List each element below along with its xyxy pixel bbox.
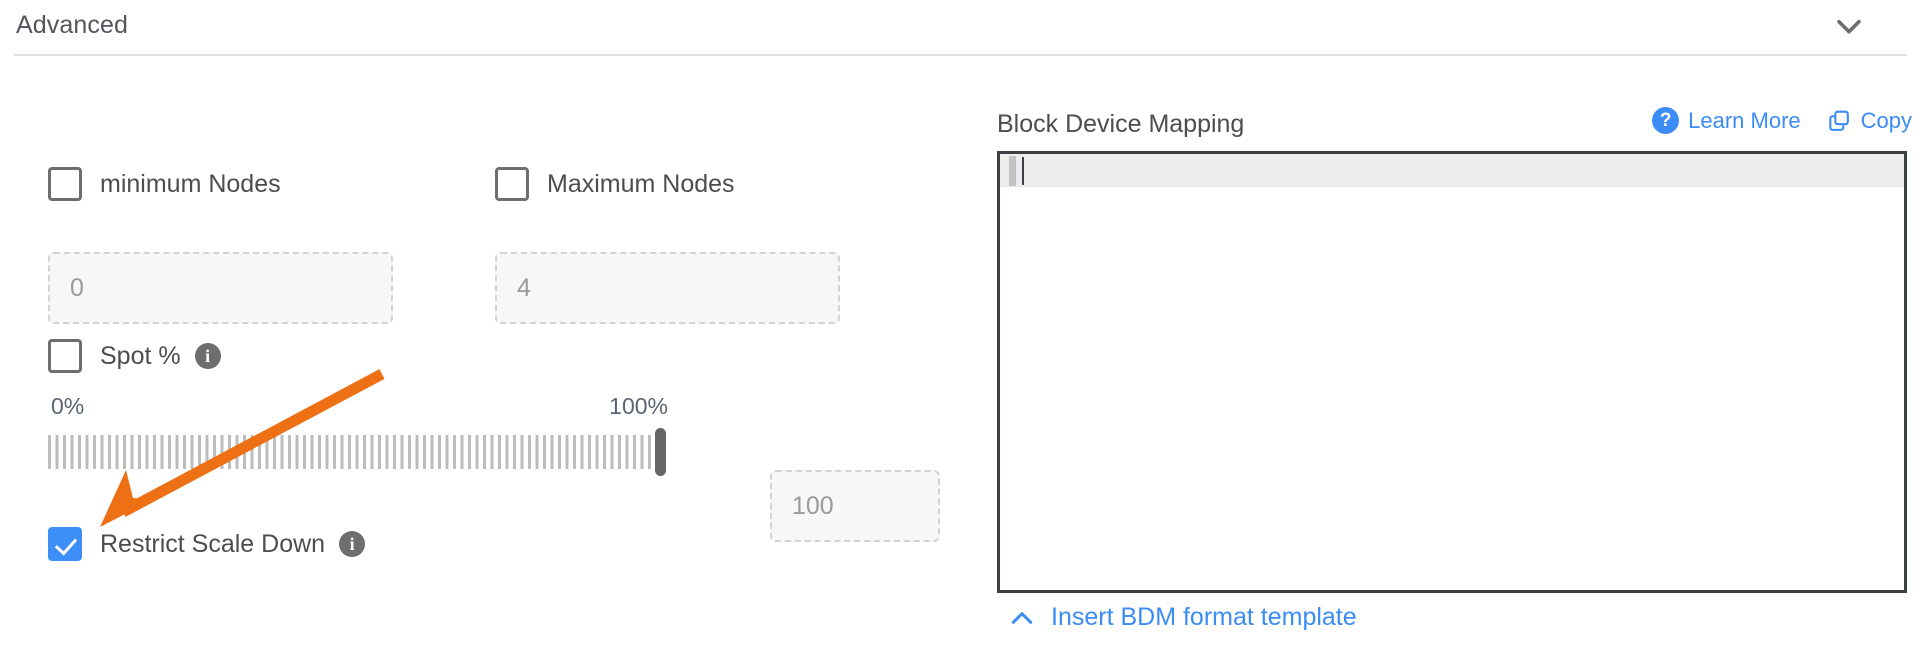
min-nodes-input[interactable]: 0: [48, 252, 393, 324]
bdm-actions: ? Learn More Copy: [1652, 107, 1912, 134]
restrict-scale-down-checkbox[interactable]: [48, 527, 82, 561]
max-nodes-checkbox[interactable]: [495, 167, 529, 201]
spot-percent-row: Spot % i: [48, 339, 221, 373]
chevron-down-icon: [1837, 19, 1861, 34]
block-device-mapping-panel: Block Device Mapping ? Learn More Copy I…: [995, 55, 1920, 656]
spot-percent-slider-track[interactable]: [48, 435, 668, 469]
bdm-code-editor[interactable]: [997, 151, 1907, 593]
chevron-up-icon: [1011, 611, 1033, 624]
max-nodes-input[interactable]: 4: [495, 252, 840, 324]
copy-label: Copy: [1860, 107, 1912, 133]
slider-max-label: 100%: [609, 393, 668, 419]
editor-gutter-marker: [1009, 156, 1016, 186]
restrict-scale-down-row: Restrict Scale Down i: [48, 527, 366, 561]
page-title: Advanced: [16, 11, 128, 39]
block-device-mapping-title: Block Device Mapping: [997, 110, 1245, 138]
learn-more-label: Learn More: [1688, 107, 1801, 133]
insert-bdm-template-label: Insert BDM format template: [1051, 603, 1357, 631]
spot-percent-checkbox[interactable]: [48, 339, 82, 373]
min-nodes-row: minimum Nodes: [48, 167, 281, 201]
editor-active-line: [1000, 154, 1904, 187]
section-divider: [14, 54, 1907, 56]
editor-caret: [1022, 157, 1024, 185]
spot-percent-info-icon[interactable]: i: [194, 343, 221, 369]
spot-percent-slider-thumb[interactable]: [655, 428, 666, 476]
question-circle-icon: ?: [1652, 107, 1680, 134]
restrict-scale-down-info-icon[interactable]: i: [339, 531, 366, 557]
collapse-section-button[interactable]: [1832, 9, 1866, 43]
scaling-settings-panel: minimum Nodes 0 Maximum Nodes 4 Spot % i…: [0, 55, 980, 656]
max-nodes-row: Maximum Nodes: [495, 167, 735, 201]
max-nodes-label: Maximum Nodes: [547, 169, 735, 198]
advanced-section-header: Advanced: [0, 0, 1920, 55]
min-nodes-checkbox[interactable]: [48, 167, 82, 201]
spot-percent-input[interactable]: 100: [770, 470, 940, 542]
spot-percent-slider-group: 0% 100%: [48, 393, 668, 476]
slider-min-label: 0%: [51, 393, 85, 419]
min-nodes-label: minimum Nodes: [100, 169, 281, 198]
learn-more-link[interactable]: ? Learn More: [1652, 107, 1801, 134]
spot-percent-label: Spot %: [100, 341, 181, 370]
copy-icon: [1828, 110, 1849, 131]
restrict-scale-down-label: Restrict Scale Down: [100, 529, 326, 558]
insert-bdm-template-link[interactable]: Insert BDM format template: [1009, 603, 1357, 632]
copy-button[interactable]: Copy: [1827, 108, 1912, 134]
